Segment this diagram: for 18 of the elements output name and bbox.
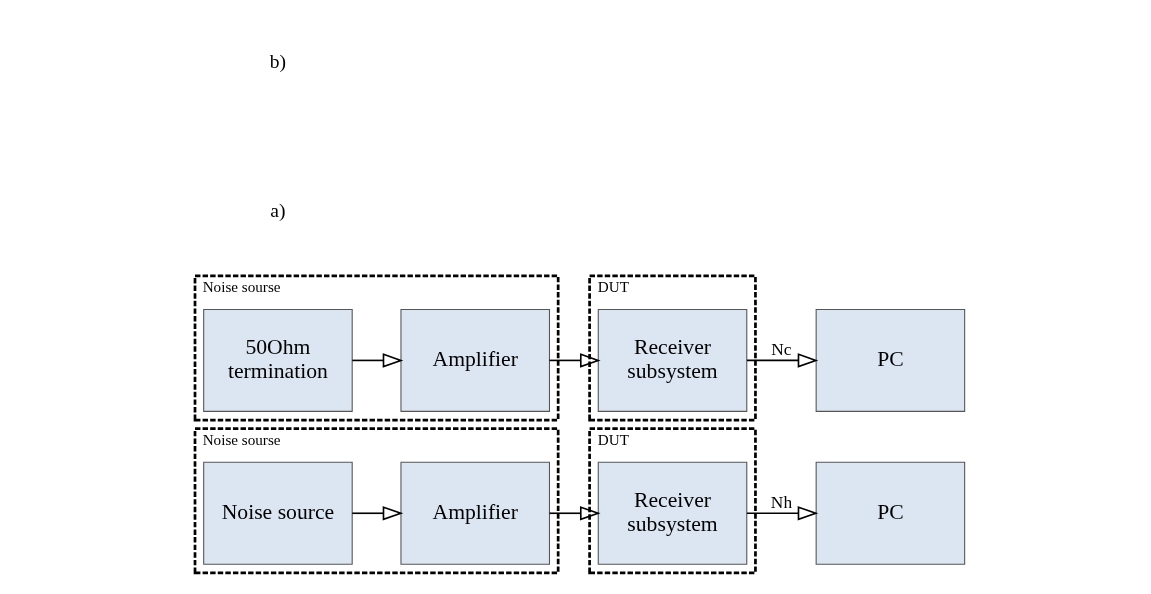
node-box: Amplifier <box>400 308 550 412</box>
node-box: PC <box>815 461 966 565</box>
arrow <box>746 353 819 368</box>
arrow <box>351 506 404 521</box>
node-box: Noise source <box>203 461 353 565</box>
node-box: 50Ohm termination <box>203 308 353 412</box>
label: a) <box>270 199 286 221</box>
node-box: Amplifier <box>400 461 550 565</box>
arrow <box>746 506 819 521</box>
node-box: Receiver subsystem <box>597 308 748 412</box>
arrow <box>351 353 404 368</box>
edge-label: Nh <box>770 492 793 512</box>
label: b) <box>269 51 287 73</box>
arrow <box>548 506 601 521</box>
edge-label: Nc <box>771 339 792 359</box>
arrow <box>548 353 601 368</box>
node-box: PC <box>815 308 966 412</box>
node-box: Receiver subsystem <box>597 461 748 565</box>
